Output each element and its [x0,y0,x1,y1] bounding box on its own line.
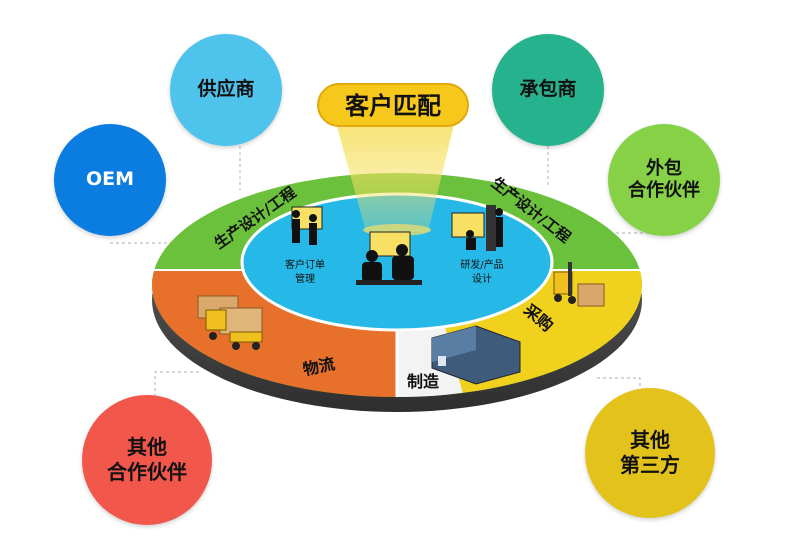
subcontractor-label: 承包商 [519,78,577,101]
outsourcing-partner-label-1: 外包 [646,157,682,179]
oem-bubble: OEM [54,124,166,236]
title-pill [317,83,469,127]
factory-icon [431,325,521,385]
spotlight-beam [333,112,457,232]
order-management-label-2: 管理 [295,272,315,285]
rnd-design-label-1: 研发/产品 [460,258,503,271]
other-partner-label-1: 其他 [127,435,167,459]
forklift-icon [553,262,605,307]
other-third-party-label-1: 其他 [630,428,670,452]
subcontractor-bubble: 承包商 [492,34,604,146]
rnd-team-icon [451,205,503,251]
other-partner-bubble: 其他 合作伙伴 [82,395,212,525]
supplier-bubble: 供应商 [170,34,282,146]
oem-label: OEM [85,168,135,191]
other-third-party-label-2: 第三方 [620,453,680,477]
meeting-icon [356,231,422,285]
other-third-party-bubble: 其他 第三方 [585,388,715,518]
manufacturing-label: 制造 [407,372,440,391]
title-text: 客户匹配 [345,92,441,120]
other-partner-label-2: 合作伙伴 [107,460,187,484]
supplier-label: 供应商 [197,78,255,101]
order-team-icon [291,206,323,245]
order-management-label-1: 客户订单 [285,258,325,271]
truck-icon [197,295,263,350]
rnd-design-label-2: 设计 [472,272,492,285]
outsourcing-partner-bubble: 外包 合作伙伴 [608,124,720,236]
outsourcing-partner-label-2: 合作伙伴 [628,180,700,201]
